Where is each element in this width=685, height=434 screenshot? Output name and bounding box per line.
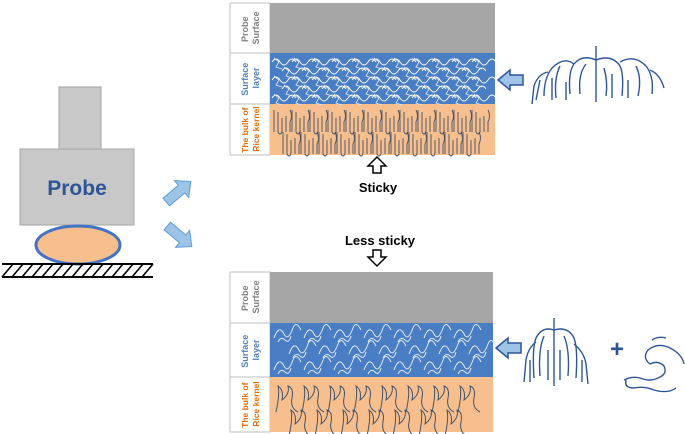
sticky-caption: Sticky (359, 180, 398, 195)
top-probe-surface-layer (270, 3, 495, 53)
top-label-box-surface (229, 52, 271, 105)
top-label-surface-layer: Surface layer (240, 60, 261, 96)
bottom-probe-surface-layer (270, 272, 493, 323)
top-label-box-probe (229, 2, 271, 54)
bottom-label-box-surface (229, 322, 271, 378)
arrow-to-bottom-panel (163, 221, 193, 248)
bottom-label-bulk: The bulk of Rice kernel (240, 380, 261, 428)
bottom-label-probe-surface: Probe Surface (240, 280, 261, 313)
rice-kernel (34, 224, 122, 266)
probe-label: Probe (47, 177, 107, 200)
probe-assembly: Probe (1, 86, 154, 278)
linear-polymer-icon (623, 336, 685, 393)
branched-polymer-icon (531, 46, 665, 105)
top-label-box-bulk (229, 103, 271, 156)
bottom-side-arrow (494, 336, 522, 360)
top-side-arrow (496, 68, 524, 92)
probe-shaft (58, 86, 102, 150)
less-sticky-caption: Less sticky (345, 233, 416, 248)
top-label-bulk: The bulk of Rice kernel (240, 105, 261, 153)
top-bulk-layer (270, 104, 495, 155)
sticky-up-arrow (366, 155, 388, 174)
top-surface-layer (270, 53, 495, 104)
plus-operator: + (610, 336, 624, 363)
top-label-probe-surface: Probe Surface (240, 11, 261, 44)
bottom-label-surface-layer: Surface layer (240, 332, 261, 368)
top-panel: Probe Surface Surface layer The bulk of … (229, 2, 665, 195)
bottom-label-box-bulk (229, 376, 271, 433)
branched-polymer-small-icon (523, 318, 589, 386)
bottom-panel: Less sticky Probe Surface Surface layer … (229, 233, 685, 434)
probe-head (19, 148, 135, 226)
arrow-to-top-panel (162, 180, 192, 207)
base-hatching (1, 263, 154, 278)
bottom-label-box-probe (229, 271, 271, 324)
less-sticky-down-arrow (366, 249, 388, 268)
